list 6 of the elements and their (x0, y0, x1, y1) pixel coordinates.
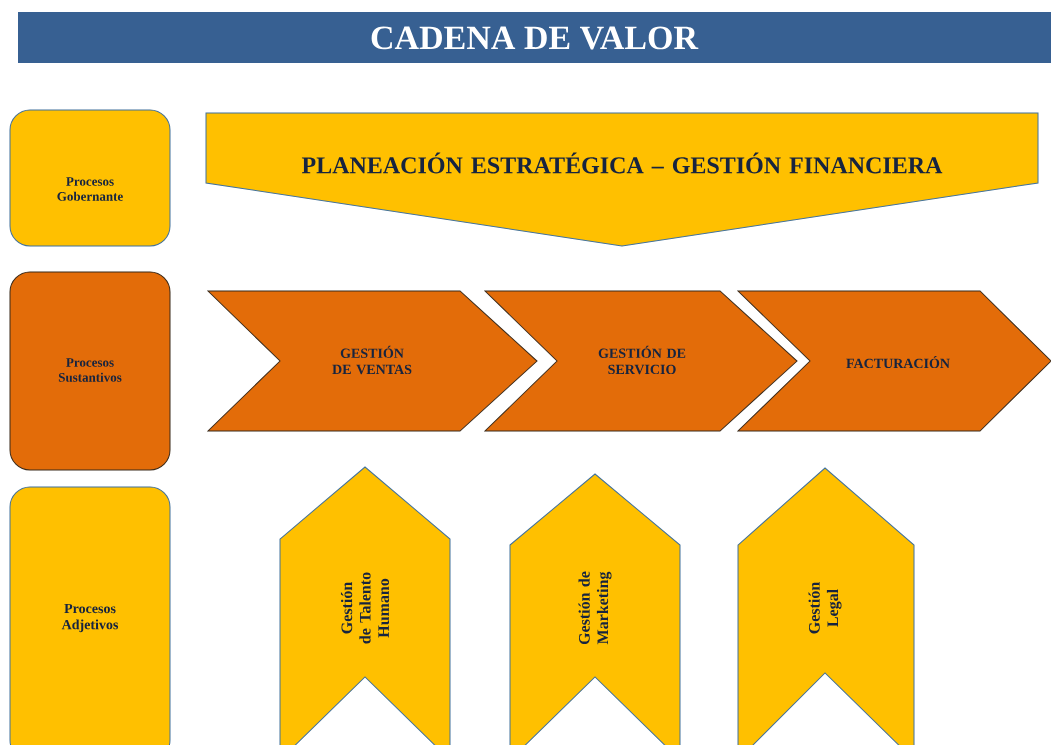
process-box: Procesos Sustantivos (9, 271, 171, 471)
node-label: FACTURACIÓN (846, 355, 950, 369)
pentagon-banner: PLANEACIÓN ESTRATÉGICA – GESTIÓN FINANCIERA (205, 112, 1039, 247)
process-box: Procesos Gobernante (9, 109, 171, 247)
title-banner: CADENA DE VALOR (18, 12, 1051, 63)
process-box: Procesos Adjetivos (9, 486, 171, 745)
